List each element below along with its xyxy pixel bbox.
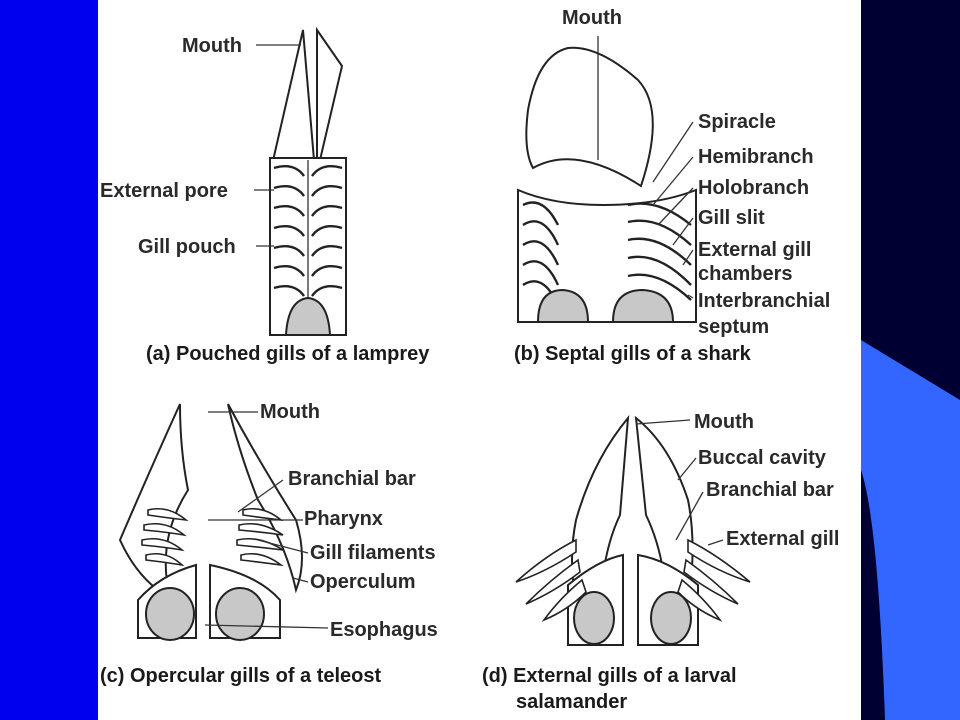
caption-b: (b) Septal gills of a shark	[514, 343, 752, 365]
salamander-diagram: Mouth Buccal cavity Branchial bar Extern…	[482, 411, 839, 713]
label-pharynx: Pharynx	[304, 508, 383, 530]
label-operculum: Operculum	[310, 571, 416, 593]
label-external-gill-chambers-2: chambers	[698, 263, 793, 285]
caption-d-line2: salamander	[516, 691, 627, 713]
shark-diagram: Mouth Spiracle Hemibranch Holobranch Gil…	[514, 7, 830, 365]
shark-gut-left	[536, 288, 590, 323]
caption-c: (c) Opercular gills of a teleost	[100, 665, 382, 687]
salamander-gut-right	[650, 591, 692, 645]
label-hemibranch: Hemibranch	[698, 146, 814, 168]
label-external-gill: External gill	[726, 528, 839, 550]
lamprey-jaw-left	[270, 29, 316, 166]
teleost-gut-right	[215, 587, 265, 641]
label-esophagus: Esophagus	[330, 619, 438, 641]
gill-types-diagram: Mouth External pore Gill pouch (a) Pouch…	[100, 7, 839, 713]
label-mouth-c: Mouth	[260, 401, 320, 423]
shark-gut-right	[611, 288, 675, 323]
lamprey-gill-pouches	[273, 165, 343, 297]
teleost-diagram: Mouth Branchial bar Pharynx Gill filamen…	[100, 401, 438, 687]
label-mouth-d: Mouth	[694, 411, 754, 433]
lamprey-diagram: Mouth External pore Gill pouch (a) Pouch…	[100, 26, 430, 365]
label-external-pore: External pore	[100, 180, 228, 202]
salamander-gut-left	[573, 591, 615, 645]
lamprey-gut	[284, 296, 332, 336]
caption-a: (a) Pouched gills of a lamprey	[146, 343, 430, 365]
label-gill-pouch: Gill pouch	[138, 236, 236, 258]
label-buccal-cavity: Buccal cavity	[698, 447, 827, 469]
figure-panel: Mouth External pore Gill pouch (a) Pouch…	[98, 0, 861, 720]
label-interbranchial-1: Interbranchial	[698, 290, 830, 312]
label-spiracle: Spiracle	[698, 111, 776, 133]
teleost-gill-filaments	[141, 507, 284, 567]
teleost-operculum-left	[118, 403, 190, 600]
left-blue-bar	[0, 0, 98, 720]
teleost-operculum-right	[227, 403, 303, 594]
label-gill-filaments: Gill filaments	[310, 542, 436, 564]
salamander-external-gills	[515, 538, 751, 622]
label-branchial-bar-d: Branchial bar	[706, 479, 834, 501]
teleost-gut-left	[145, 587, 195, 641]
label-mouth-b: Mouth	[562, 7, 622, 29]
caption-d-line1: (d) External gills of a larval	[482, 665, 737, 687]
label-external-gill-chambers-1: External gill	[698, 239, 811, 261]
label-mouth-a: Mouth	[182, 35, 242, 57]
label-interbranchial-2: septum	[698, 316, 769, 338]
salamander-head-left	[571, 414, 630, 602]
shark-snout	[525, 46, 654, 188]
label-holobranch: Holobranch	[698, 177, 809, 199]
label-branchial-bar-c: Branchial bar	[288, 468, 416, 490]
label-gill-slit: Gill slit	[698, 207, 765, 229]
right-blue-accent	[861, 340, 960, 720]
lamprey-jaw-right	[316, 26, 344, 161]
